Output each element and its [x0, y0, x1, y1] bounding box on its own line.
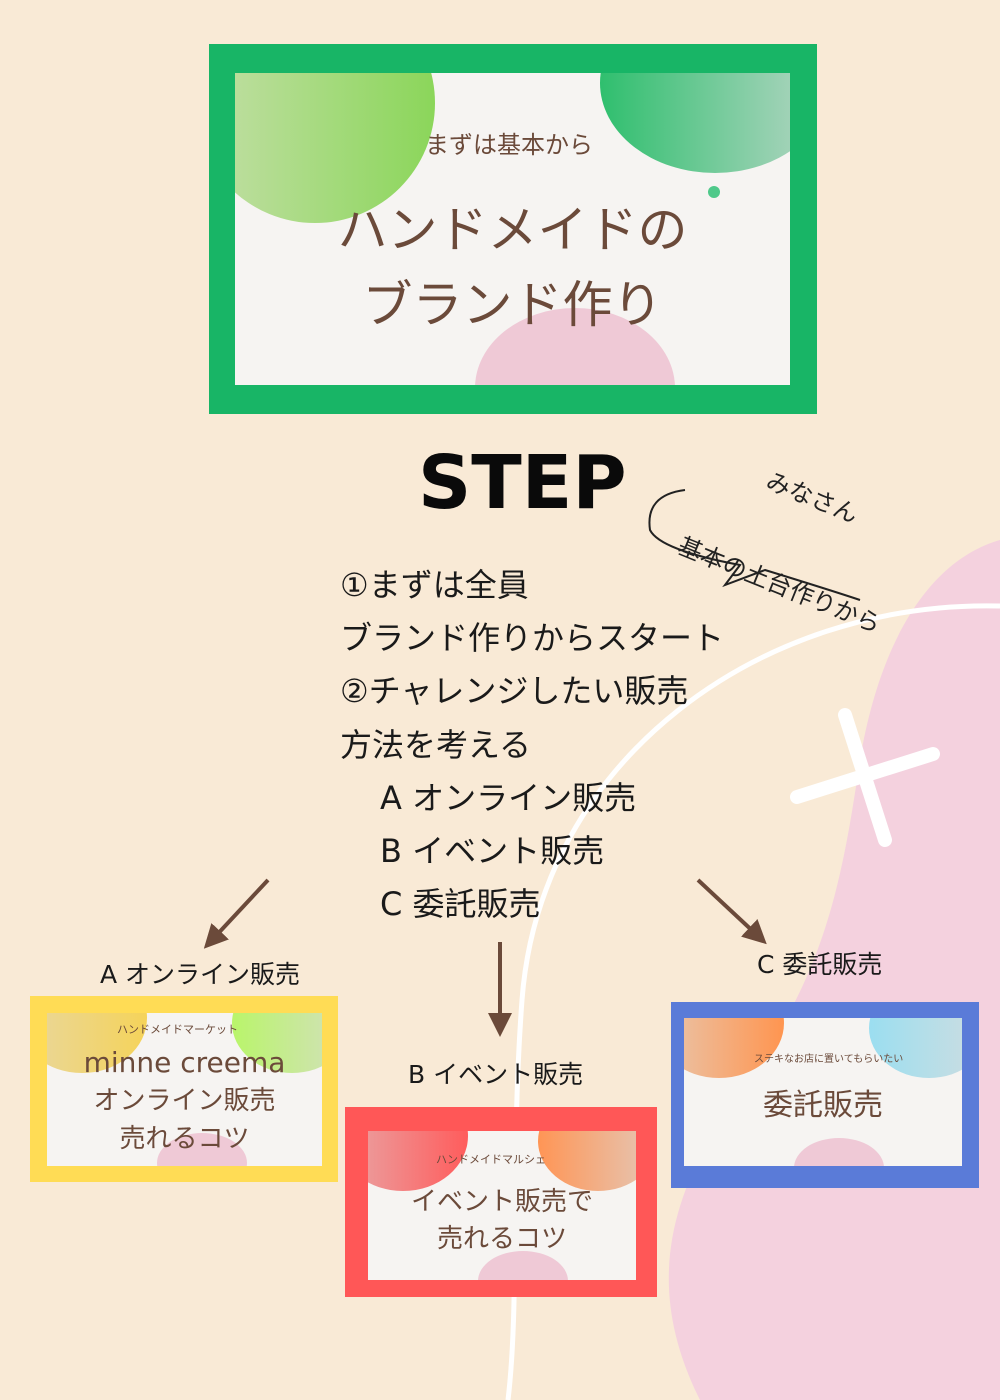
- card-b-line2: 売れるコツ: [436, 1224, 567, 1254]
- green-blob: [600, 73, 790, 173]
- card-a-line1: minne creema: [83, 1046, 286, 1079]
- step-line: ブランド作りからスタート: [340, 619, 725, 657]
- step-line: B イベント販売: [380, 832, 605, 870]
- arrow-right: [696, 878, 767, 945]
- hero-title-line1: ハンドメイドの: [337, 201, 688, 259]
- card-a-curve-text: ハンドメイドマーケット: [117, 1023, 238, 1036]
- card-b-label: B イベント販売: [408, 1060, 584, 1089]
- speech-bubble-outline: [648, 489, 861, 601]
- step-line: A オンライン販売: [380, 779, 637, 817]
- dot: [708, 186, 720, 198]
- arrows: [203, 878, 767, 1037]
- hero-subtitle: まずは基本から: [425, 131, 593, 159]
- arrow-left: [203, 878, 270, 949]
- card-online[interactable]: ハンドメイドマーケット minne creema オンライン販売 売れるコツ: [30, 996, 338, 1182]
- orange-blob: [538, 1131, 636, 1191]
- card-a-line2: オンライン販売: [93, 1086, 276, 1116]
- step-line: ①まずは全員: [340, 566, 529, 604]
- card-b-curve-text: ハンドメイドマルシェ: [436, 1153, 546, 1166]
- step-heading: STEP: [418, 440, 627, 526]
- card-a-label: A オンライン販売: [100, 960, 301, 989]
- step-line: ②チャレンジしたい販売: [340, 672, 689, 710]
- blue-blob: [869, 1018, 962, 1078]
- card-event[interactable]: ハンドメイドマルシェ イベント販売で 売れるコツ: [345, 1107, 657, 1297]
- card-c-label: C 委託販売: [757, 950, 883, 979]
- step-line: C 委託販売: [380, 885, 541, 923]
- orange-blob: [684, 1018, 784, 1078]
- card-consignment[interactable]: ステキなお店に置いてもらいたい 委託販売: [671, 1002, 979, 1188]
- card-b-line1: イベント販売で: [410, 1187, 593, 1217]
- card-c-curve-text: ステキなお店に置いてもらいたい: [754, 1054, 904, 1065]
- card-a-line3: 売れるコツ: [119, 1124, 250, 1154]
- card-c-line1: 委託販売: [763, 1088, 883, 1123]
- hero-banner: まずは基本から ハンドメイドの ブランド作り: [209, 44, 817, 414]
- pink-blob: [794, 1138, 884, 1166]
- hero-title-line2: ブランド作り: [362, 276, 663, 334]
- cross-decoration: [838, 708, 892, 847]
- step-line: 方法を考える: [340, 726, 532, 764]
